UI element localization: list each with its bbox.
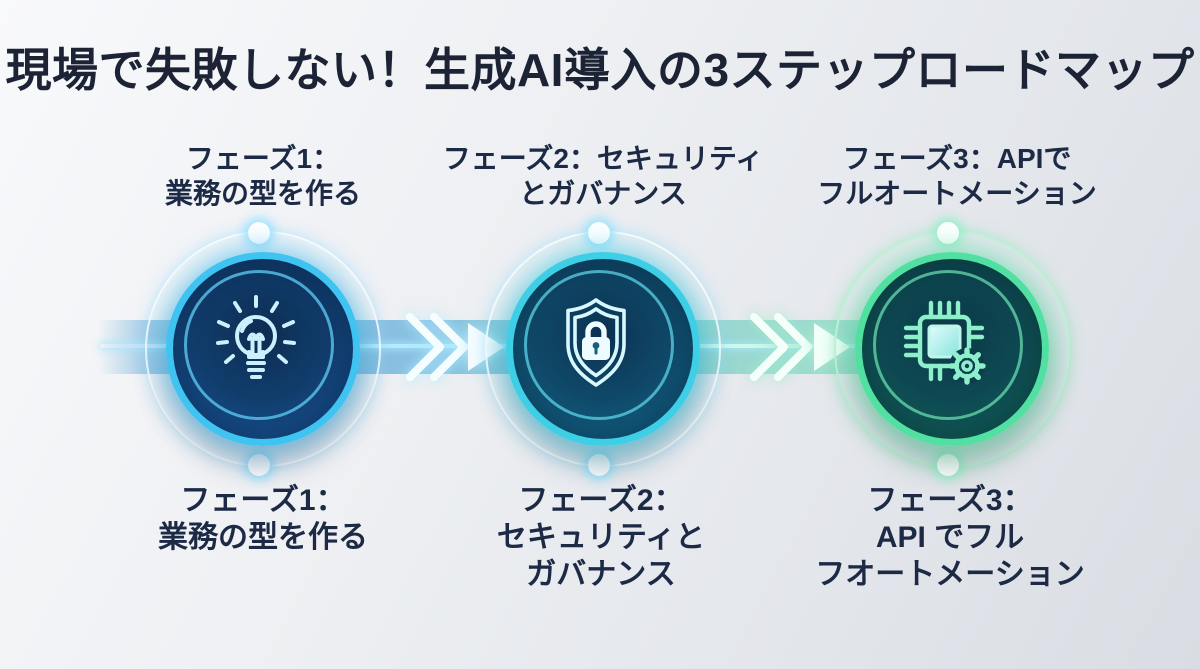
ring-node-dot [937,222,959,244]
lightbulb-icon [206,292,306,392]
ring-node-dot [937,454,959,476]
phase2-bottom-line3: ガバナンス [526,558,676,591]
phase1-top-line2: 業務の型を作る [164,178,361,209]
ring-node-dot [248,454,270,476]
phase1-circle [166,252,360,446]
chevron-arrow-icon [742,309,822,390]
phase3-circle [855,252,1049,446]
phase3-bottom-line3: フオートメーション [815,558,1085,591]
phase3-bottom-line2: API でフル [875,521,1025,554]
ring-node-dot [588,222,610,244]
phase2-step-badge [485,222,721,476]
phase2-circle [506,252,700,446]
phase1-bottom-label: フェーズ1： 業務の型を作る [73,482,453,556]
phase3-bottom-line1: フェーズ3： [867,484,1033,517]
phase3-top-label: フェーズ3：APIで フルオートメーション [767,141,1147,211]
phase3-bottom-label: フェーズ3： API でフル フオートメーション [760,482,1140,593]
phase2-bottom-label: フェーズ2： セキュリティと ガバナンス [411,482,791,593]
shield-lock-icon [546,292,646,392]
phase2-top-line2: とガバナンス [519,178,687,209]
phase2-bottom-line2: セキュリティと [496,521,706,554]
phase2-top-line1: フェーズ2：セキュリティ [442,143,764,174]
page-title: 現場で失敗しない！生成AI導入の3ステップロードマップ [5,44,1195,96]
phase3-top-line2: フルオートメーション [817,178,1097,209]
phase1-step-badge [145,222,381,476]
chip-gear-icon [895,292,995,392]
phase2-top-label: フェーズ2：セキュリティ とガバナンス [413,141,793,211]
phase3-top-line1: フェーズ3：APIで [842,143,1072,174]
phase1-top-line1: フェーズ1： [185,143,341,174]
phase3-step-badge [834,222,1070,476]
phase1-top-label: フェーズ1： 業務の型を作る [73,141,453,211]
phase2-bottom-line1: フェーズ2： [518,484,684,517]
phase1-bottom-line2: 業務の型を作る [158,521,368,554]
phase1-bottom-line1: フェーズ1： [180,484,346,517]
arrowhead-icon [812,321,852,378]
chevron-arrow-icon [398,309,478,390]
ring-node-dot [248,222,270,244]
ring-node-dot [588,454,610,476]
